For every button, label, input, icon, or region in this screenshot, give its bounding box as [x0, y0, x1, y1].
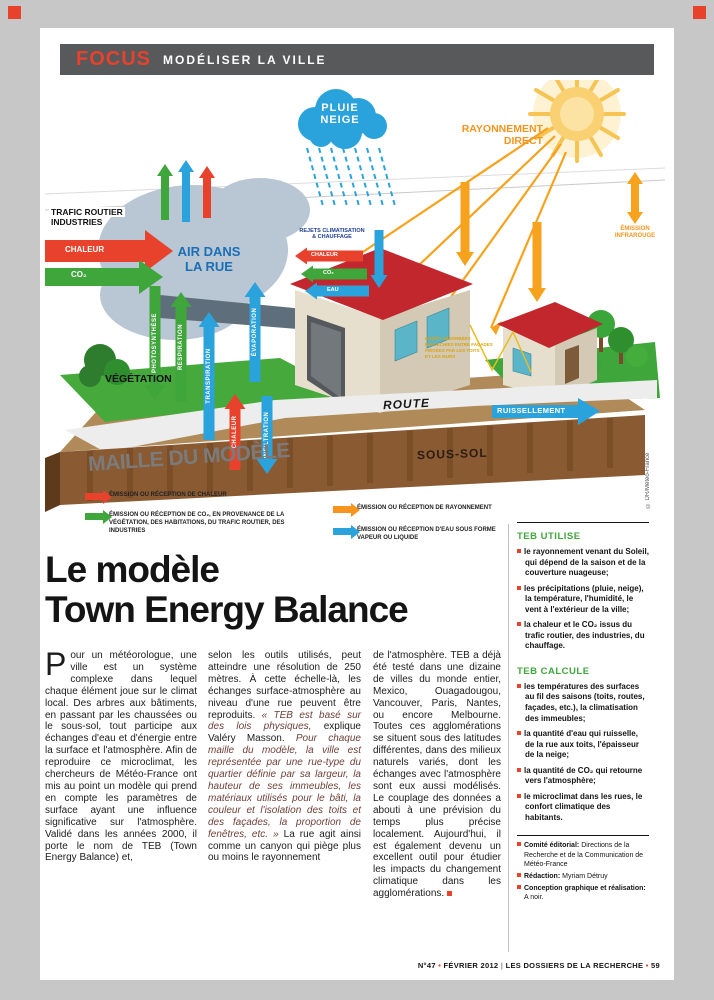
body-column-3: de l'atmosphère. TEB a déjà été testé da…: [373, 650, 501, 900]
legend-item-radiation: ÉMISSION OU RÉCEPTION DE RAYONNEMENT: [333, 502, 522, 517]
issue-number: N°47: [417, 961, 436, 970]
rejets-arrows: [295, 230, 388, 300]
list-item: le rayonnement venant du Soleil, qui dép…: [517, 547, 649, 579]
rain-streaks: [306, 147, 396, 207]
soil-heat-label: CHALEUR: [232, 415, 238, 449]
infographic-legend: ÉMISSION OU RÉCEPTION DE CHALEUR ÉMISSIO…: [85, 488, 645, 552]
runoff-label: RUISSELLEMENT: [497, 406, 566, 415]
legend-item-water: ÉMISSION OU RÉCEPTION D'EAU SOUS FORME V…: [333, 524, 507, 543]
house-center: [290, 248, 473, 413]
red-square-bullet: [517, 683, 521, 688]
rejets-chaleur-label: CHALEUR: [311, 252, 338, 258]
evaporation-label: ÉVAPORATION: [252, 307, 258, 357]
list-item: la chaleur et le CO₂ issus du trafic rou…: [517, 620, 649, 652]
infographic-illustration: [44, 65, 666, 512]
section-header: FOCUS MODÉLISER LA VILLE: [60, 44, 654, 75]
page-footer: N°47 • FÉVRIER 2012 | LES DOSSIERS DE LA…: [417, 961, 660, 970]
transpiration-label: TRANSPIRATION: [206, 348, 212, 404]
red-square-bullet: [517, 793, 521, 798]
sidebar-heading-calcule: TEB CALCULE: [517, 665, 590, 677]
magazine-name: LES DOSSIERS DE LA RECHERCHE: [505, 961, 644, 970]
quote-text: Pour chaque maille du modèle, la ville e…: [208, 733, 361, 840]
legend-radiation-arrow-icon: [333, 502, 360, 517]
soil-front-face: [45, 415, 645, 512]
rain-cloud-icon: [298, 89, 387, 149]
traffic-industries-label: TRAFIC ROUTIER INDUSTRIES: [49, 207, 125, 227]
red-square-bullet: [517, 872, 521, 877]
respiration-label: RESPIRATION: [178, 323, 184, 371]
infiltration-label: INFILTRATION: [264, 411, 270, 459]
legend-heat-arrow-icon: [85, 489, 112, 504]
legend-co2-arrow-icon: [85, 509, 112, 524]
list-item: les précipitations (pluie, neige), la te…: [517, 584, 649, 616]
route-label: ROUTE: [382, 395, 431, 413]
sun-icon: [528, 65, 626, 163]
corner-mark-right: [693, 6, 706, 19]
rejets-eau-label: EAU: [327, 287, 339, 293]
surface-flux-arrows: [144, 282, 278, 474]
page-number: 59: [651, 961, 660, 970]
legend-item-heat: ÉMISSION OU RÉCEPTION DE CHALEUR: [85, 489, 259, 504]
end-of-article-mark: [447, 891, 453, 897]
rejets-co2-label: CO₂: [323, 270, 334, 276]
corner-mark-left: [8, 6, 21, 19]
co2-arrow: [45, 260, 163, 294]
road: [65, 380, 657, 452]
rejets-label: REJETS CLIMATISATION& CHAUFFAGE: [299, 228, 365, 241]
heat-arrow-label: CHALEUR: [65, 245, 105, 254]
editorial-box: Comité éditorial: Directions de la Reche…: [517, 835, 649, 902]
legend-water-arrow-icon: [333, 524, 360, 539]
editorial-entry: Conception graphique et réalisation: A n…: [517, 884, 649, 902]
red-square-bullet: [517, 622, 521, 627]
red-square-bullet: [517, 884, 521, 889]
legend-item-co2: ÉMISSION OU RÉCEPTION DE CO₂, EN PROVENA…: [85, 509, 294, 535]
editorial-entry: Comité éditorial: Directions de la Reche…: [517, 841, 649, 868]
list-item: la quantité de CO₂ qui retourne vers l'a…: [517, 766, 649, 787]
sidebar: TEB UTILISE le rayonnement venant du Sol…: [517, 522, 649, 905]
article-title: Le modèle Town Energy Balance: [45, 549, 409, 630]
column-divider: [508, 524, 509, 952]
issue-date: FÉVRIER 2012: [443, 961, 499, 970]
subsoil-label: SOUS-SOL: [416, 445, 488, 463]
red-square-bullet: [517, 731, 521, 736]
section-title: FOCUS: [76, 48, 151, 70]
house-right: [497, 302, 603, 398]
quote-text: « TEB est basé sur des lois physiques,: [208, 709, 361, 733]
co2-arrow-label: CO₂: [71, 270, 87, 279]
drop-cap: P: [45, 646, 67, 682]
red-square-bullet: [517, 585, 521, 590]
red-square-bullet: [517, 842, 521, 847]
reflected-waves-zigzag: [469, 324, 532, 373]
list-item: les températures des surfaces au fil des…: [517, 682, 649, 724]
photo-credit: © DR/Météo-France: [645, 452, 651, 508]
list-item: la quantité d'eau qui ruisselle, de la r…: [517, 729, 649, 761]
magazine-page: FOCUS MODÉLISER LA VILLE: [40, 28, 674, 980]
vegetation-label: VÉGÉTATION: [105, 373, 172, 385]
sidebar-heading-utilise: TEB UTILISE: [517, 531, 581, 542]
street-canyon-wedge: [160, 295, 335, 332]
red-square-bullet: [517, 549, 521, 553]
red-square-bullet: [517, 767, 521, 772]
runoff-arrow: [492, 398, 600, 425]
upward-flux-arrows: [157, 160, 215, 222]
body-column-2: selon les outils utilisés, peut atteindr…: [208, 650, 361, 864]
editorial-entry: Rédaction: Myriam Détruy: [517, 872, 649, 881]
list-item: le microclimat dans les rues, le confort…: [517, 792, 649, 824]
section-subtitle: MODÉLISER LA VILLE: [163, 52, 327, 67]
